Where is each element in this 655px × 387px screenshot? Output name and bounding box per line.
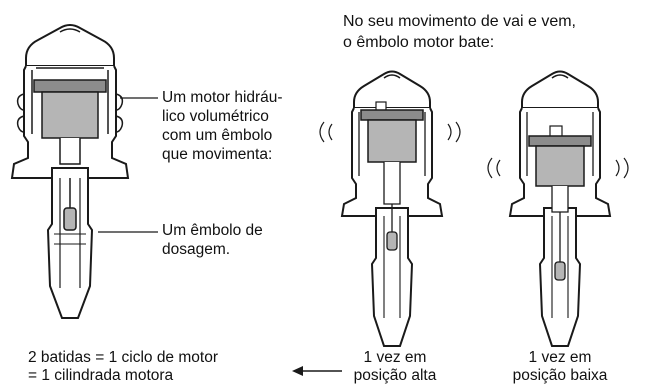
motor-label-line-3: com um êmbolo bbox=[162, 127, 273, 144]
cycle-label-line-2: = 1 cilindrada motora bbox=[28, 367, 174, 384]
left-doser bbox=[10, 24, 130, 319]
low-position-line-2: posição baixa bbox=[512, 367, 608, 384]
vibration-marks-right bbox=[487, 157, 629, 179]
header-line-2: o êmbolo motor bate: bbox=[343, 34, 495, 51]
dosing-label-line-2: dosagem. bbox=[162, 241, 231, 258]
motor-label-line-1: Um motor hidráu- bbox=[162, 89, 283, 106]
vibration-marks-middle bbox=[319, 121, 461, 143]
motor-label-line-2: lico volumétrico bbox=[162, 108, 269, 125]
high-position-line-1: 1 vez em bbox=[363, 349, 427, 366]
header-line-1: No seu movimento de vai e vem, bbox=[343, 13, 576, 30]
middle-doser-high bbox=[340, 70, 444, 347]
cycle-arrow bbox=[292, 366, 342, 376]
right-doser-low bbox=[508, 70, 612, 347]
motor-label-line-4: que movimenta: bbox=[162, 146, 273, 163]
cycle-label-line-1: 2 batidas = 1 ciclo de motor bbox=[28, 349, 218, 366]
low-position-line-1: 1 vez em bbox=[528, 349, 592, 366]
dosing-label-line-1: Um êmbolo de bbox=[162, 222, 263, 239]
high-position-line-2: posição alta bbox=[353, 367, 437, 384]
